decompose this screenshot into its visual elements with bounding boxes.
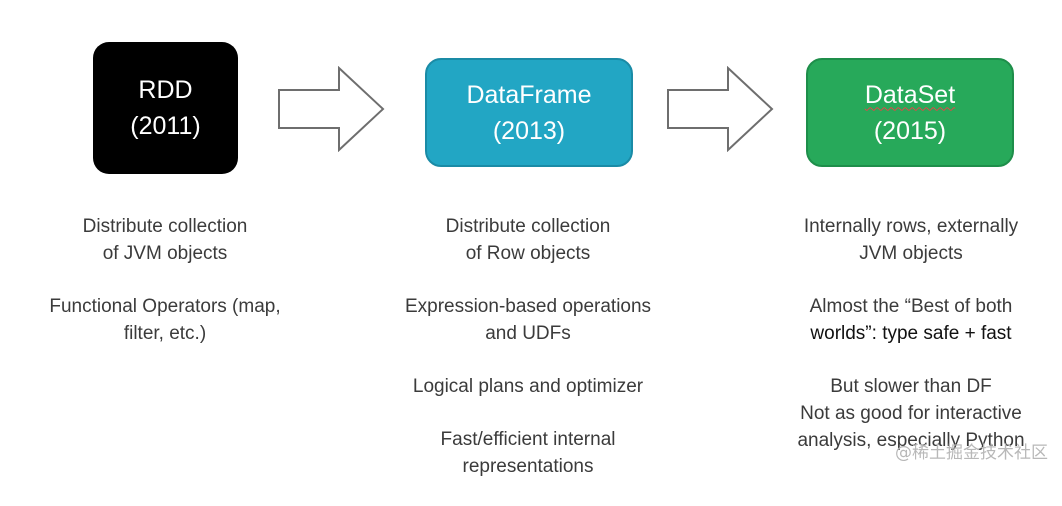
dataset-feature-line: But slower than DF [830,376,992,397]
dataset-box-name: DataSet [864,80,956,109]
dataframe-feature-line: Expression-based operations [404,296,652,317]
dataframe-feature: Expression-based operations and UDFs [373,293,683,347]
rdd-feature: Functional Operators (map, filter, etc.) [10,293,320,347]
dataset-feature-line: Not as good for interactive [800,403,1022,424]
rdd-feature-line: Functional Operators (map, [49,296,281,317]
dataframe-feature-line: Fast/efficient internal [440,429,616,450]
rdd-feature-line: Distribute collection [82,216,248,237]
dataset-feature-line: worlds”: type safe + fast [810,323,1012,344]
dataset-box: DataSet (2015) [806,58,1014,167]
dataframe-description: Distribute collection of Row objects Exp… [373,213,683,506]
watermark: @稀土掘金技术社区 [895,443,1048,463]
dataset-feature: But slower than DF Not as good for inter… [756,373,1062,454]
dataset-feature: Internally rows, externally JVM objects [756,213,1062,267]
dataset-box-year: (2015) [873,116,947,145]
dataframe-feature: Distribute collection of Row objects [373,213,683,267]
right-arrow-icon [278,66,385,152]
dataset-feature: Almost the “Best of both worlds”: type s… [756,293,1062,347]
dataset-feature-line: JVM objects [859,243,963,264]
dataframe-feature: Fast/efficient internal representations [373,426,683,480]
rdd-feature-line: of JVM objects [102,243,228,264]
dataframe-box-name: DataFrame [466,80,592,109]
dataframe-feature-line: Logical plans and optimizer [412,376,644,397]
dataframe-box: DataFrame (2013) [425,58,633,167]
dataframe-feature-line: and UDFs [485,323,571,344]
dataset-feature-line: Almost the “Best of both [809,296,1013,317]
rdd-feature: Distribute collection of JVM objects [10,213,320,267]
dataset-description: Internally rows, externally JVM objects … [756,213,1062,480]
dataframe-feature-line: representations [462,456,594,477]
rdd-description: Distribute collection of JVM objects Fun… [10,213,320,373]
rdd-box-name: RDD [138,76,193,104]
dataframe-feature-line: of Row objects [465,243,591,264]
dataset-feature-line: analysis, especially Python [797,430,1025,451]
right-arrow-icon [667,66,774,152]
dataframe-feature-line: Distribute collection [445,216,611,237]
dataset-feature-line: Internally rows, externally [803,216,1019,237]
dataframe-feature: Logical plans and optimizer [373,373,683,400]
dataframe-box-year: (2013) [492,116,566,145]
rdd-box: RDD (2011) [93,42,238,174]
rdd-feature-line: filter, etc.) [123,323,207,344]
rdd-box-year: (2011) [130,112,201,140]
